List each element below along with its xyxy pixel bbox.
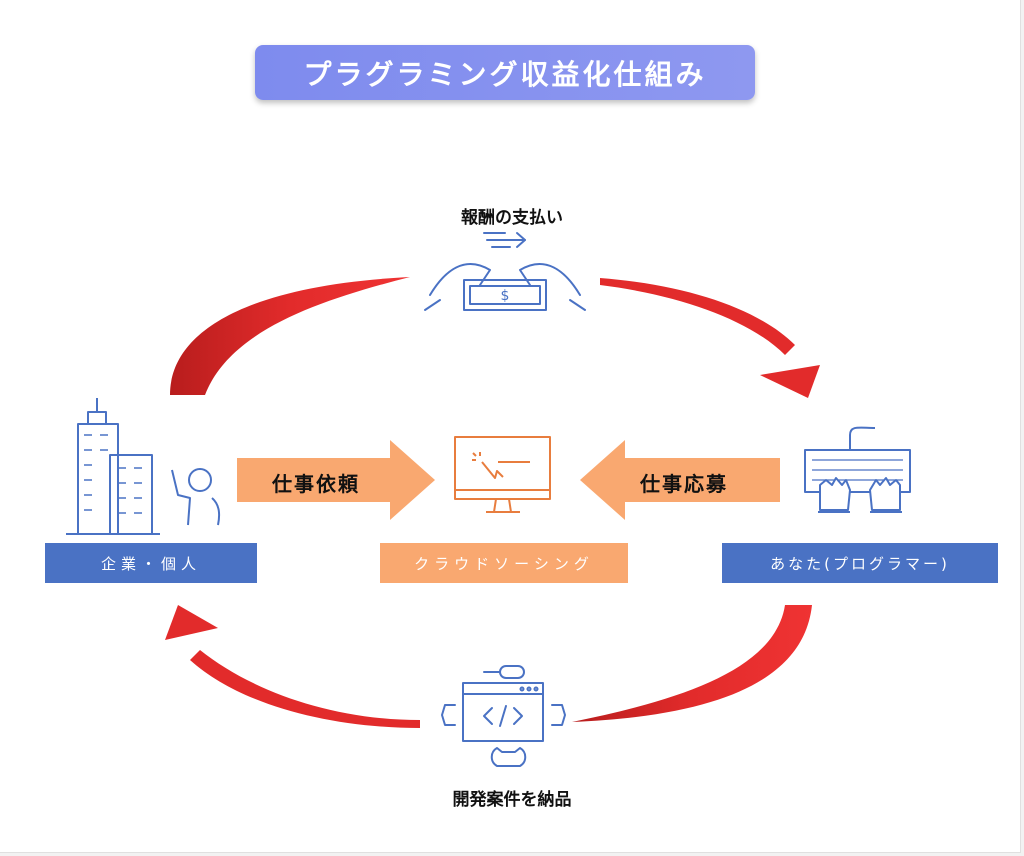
payment-label: 報酬の支払い bbox=[461, 208, 563, 228]
hands-exchanging-money-icon: $ bbox=[424, 232, 586, 311]
top-flow-arrowhead bbox=[760, 365, 820, 398]
node-client-label: 企業・個人 bbox=[100, 554, 201, 573]
code-window-gears-icon bbox=[441, 665, 566, 767]
request-arrow-shape bbox=[237, 440, 435, 520]
bottom-flow-arrow bbox=[572, 605, 812, 722]
bottom-flow-arrowhead bbox=[165, 605, 218, 640]
monitor-click-icon bbox=[454, 436, 551, 513]
office-building-person-icon bbox=[66, 398, 221, 535]
page-title: プラグラミング収益化仕組み bbox=[255, 45, 755, 100]
keyboard-hands-icon bbox=[804, 426, 911, 513]
apply-arrow-label: 仕事応募 bbox=[640, 472, 728, 496]
node-crowdsourcing: クラウドソーシング bbox=[380, 543, 628, 583]
bottom-flow-arrow-body bbox=[190, 650, 420, 728]
svg-text:$: $ bbox=[501, 288, 510, 304]
top-flow-arrow bbox=[170, 277, 410, 395]
top-flow-arrow-body bbox=[600, 278, 795, 355]
apply-arrow-shape bbox=[580, 440, 780, 520]
node-programmer: あなた(プログラマー) bbox=[722, 543, 998, 583]
delivery-label: 開発案件を納品 bbox=[452, 790, 572, 810]
node-client: 企業・個人 bbox=[45, 543, 257, 583]
request-arrow-label: 仕事依頼 bbox=[272, 472, 360, 496]
node-crowdsourcing-label: クラウドソーシング bbox=[414, 554, 594, 573]
node-programmer-label: あなた(プログラマー) bbox=[770, 554, 950, 573]
